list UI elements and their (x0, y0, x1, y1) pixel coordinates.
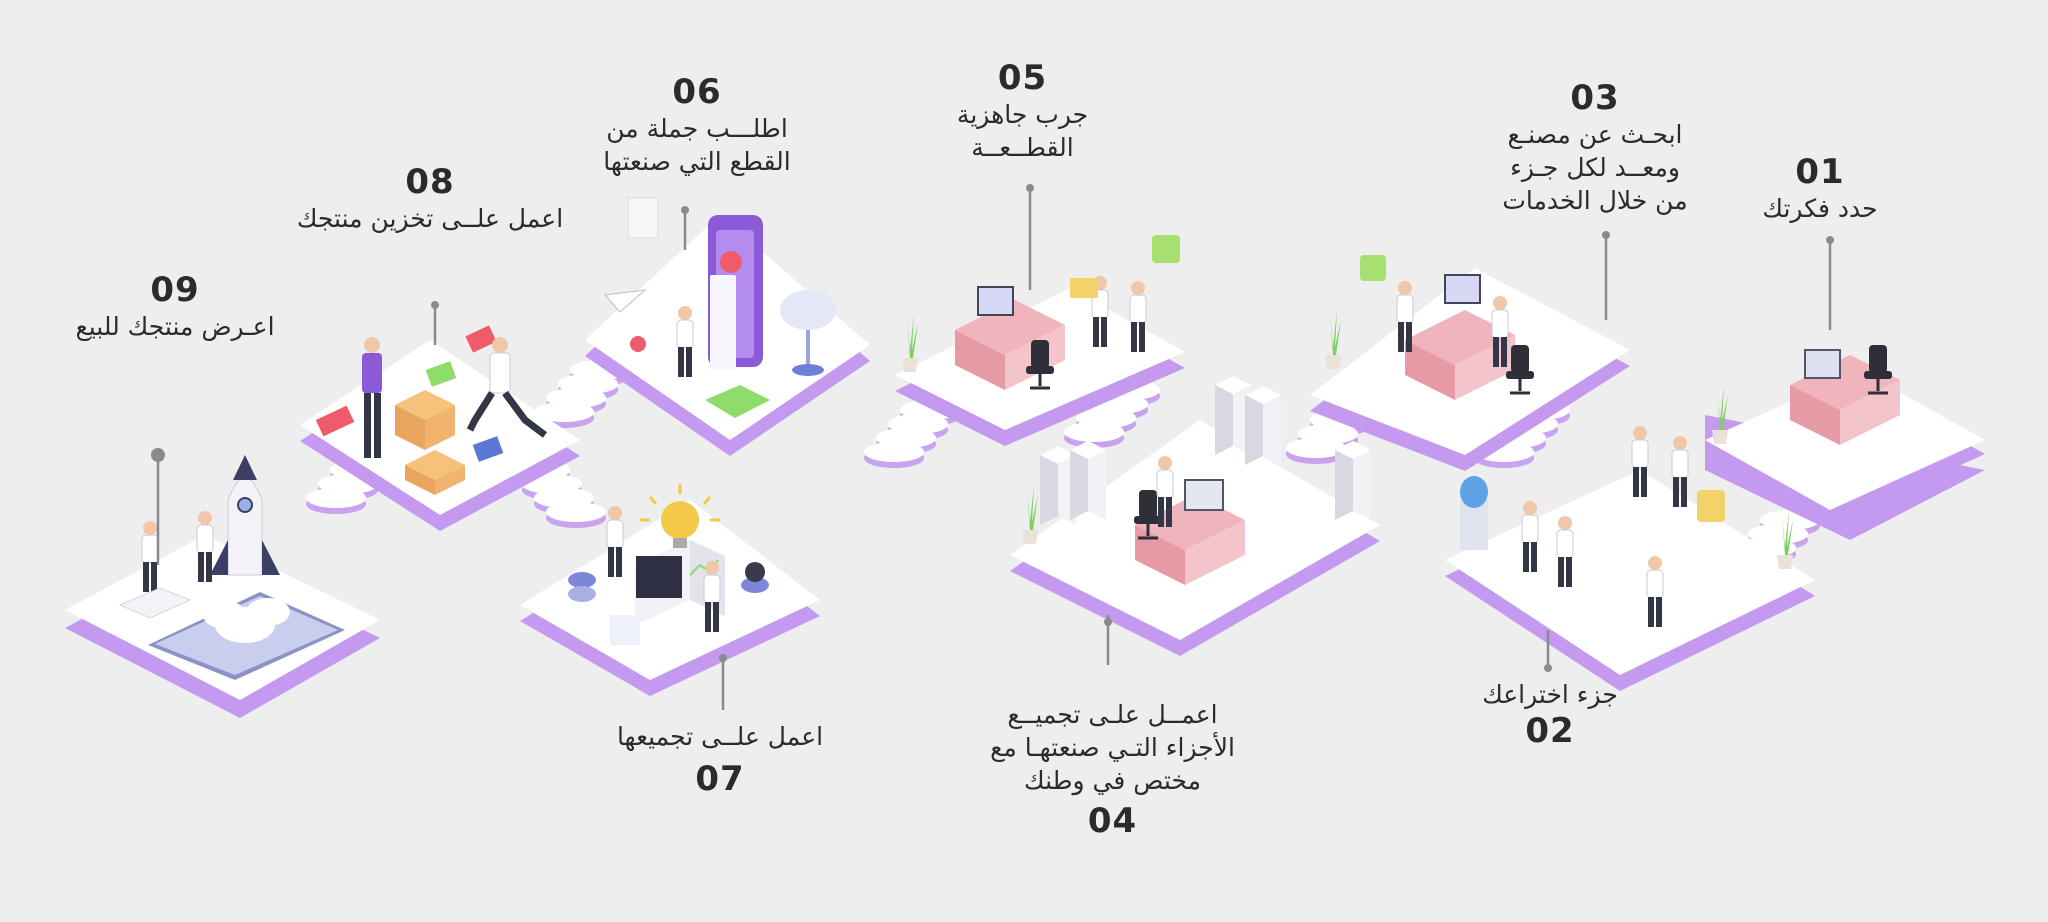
step-01-label: 01 حدد فكرتك (1745, 152, 1895, 225)
step-text: اعمــل علـى تجميــع الأجزاء التـي صنعتهـ… (990, 700, 1235, 795)
step-05-label: 05 جرب جاهزية القطــعــة (945, 58, 1100, 164)
step-text: حدد فكرتك (1762, 194, 1878, 223)
step-number: 08 (405, 162, 455, 202)
leader-dots (151, 184, 1834, 672)
step-number: 05 (997, 58, 1048, 98)
step-text: جرب جاهزية القطــعــة (956, 100, 1089, 162)
step-number: 01 (1795, 152, 1845, 192)
platform-01 (1705, 343, 1985, 540)
step-07-label: اعمل علــى تجميعها 07 (605, 720, 835, 799)
step-number: 09 (150, 270, 200, 310)
step-number: 06 (672, 72, 722, 112)
platform-08 (300, 325, 580, 531)
platform-07 (520, 484, 820, 696)
step-text: اعـرض منتجك للبيع (75, 312, 275, 341)
platform-06 (585, 197, 870, 456)
platform-09 (65, 455, 380, 718)
step-number: 07 (695, 759, 745, 799)
step-text: اعمل علــى تجميعها (616, 722, 824, 751)
step-number: 04 (1087, 801, 1138, 841)
step-number: 03 (1570, 78, 1620, 118)
step-text: اطلـــب جملة من القطع التي صنعتها (603, 114, 791, 176)
step-03-label: 03 ابحـث عن مصنـع ومعــد لكل جـزء من خلا… (1495, 78, 1695, 217)
platform-05 (895, 235, 1185, 446)
platform-02 (1445, 425, 1815, 691)
platform-04 (1010, 420, 1380, 656)
step-number: 02 (1525, 711, 1575, 751)
step-text: جزء اختراعك (1482, 680, 1618, 709)
step-08-label: 08 اعمل علــى تخزين منتجك (290, 162, 570, 235)
step-text: اعمل علــى تخزين منتجك (296, 204, 564, 233)
step-02-label: جزء اختراعك 02 (1465, 678, 1635, 751)
step-04-label: اعمــل علـى تجميــع الأجزاء التـي صنعتهـ… (985, 698, 1240, 841)
step-06-label: 06 اطلـــب جملة من القطع التي صنعتها (582, 72, 812, 178)
step-text: ابحـث عن مصنـع ومعــد لكل جـزء من خلال ا… (1502, 120, 1688, 215)
step-09-label: 09 اعـرض منتجك للبيع (45, 270, 305, 343)
platform-03 (1310, 255, 1630, 471)
